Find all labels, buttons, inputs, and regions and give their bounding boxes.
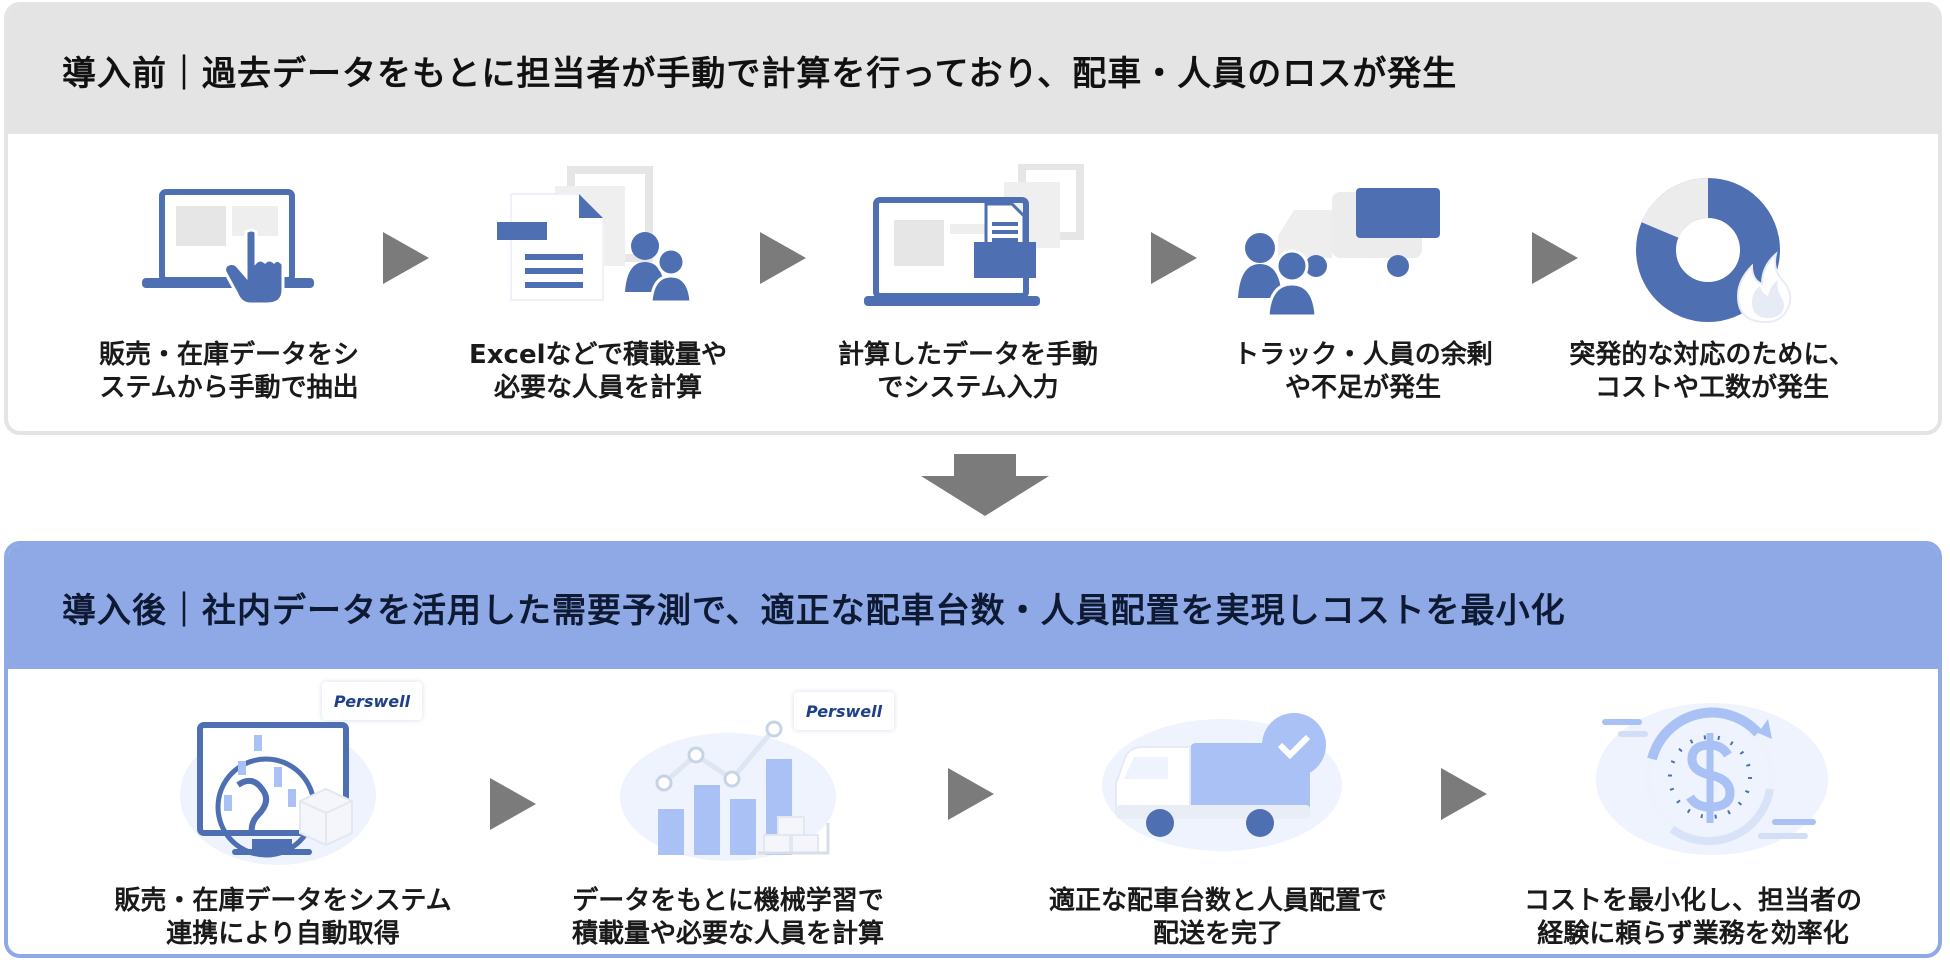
before-step3-caption: 計算したデータを手動 でシステム入力: [837, 340, 1098, 403]
before-step4-caption: トラック・人員の余剰 や不足が発生: [1233, 340, 1493, 403]
before-step2-caption: Excelなどで積載量や 必要な人員を計算: [469, 340, 727, 403]
before-arrow-4: [1532, 232, 1578, 284]
laptop-document-icon: [864, 164, 1084, 306]
laptop-hand-icon: [142, 189, 314, 306]
document-people-icon: [497, 166, 693, 304]
before-panel: 導入前｜過去データをもとに担当者が手動で計算を行っており、配車・人員のロスが発生…: [4, 2, 1942, 435]
after-panel: 導入後｜社内データを活用した需要予測で、適正な配車台数・人員配置を実現しコストを…: [4, 541, 1942, 958]
people-truck-icon: [1238, 188, 1440, 318]
after-step4-caption: コストを最小化し、担当者の 経験に頼らず業務を効率化: [1523, 886, 1862, 949]
after-arrow-1: [490, 778, 536, 830]
after-step1-caption: 販売・在庫データをシステム 連携により自動取得: [114, 886, 452, 949]
after-arrow-3: [1441, 768, 1487, 820]
perswell-logo-2: Perswell: [794, 692, 894, 730]
before-arrow-1: [383, 232, 429, 284]
dollar-cycle-icon: [1596, 703, 1828, 855]
after-title: 導入後｜社内データを活用した需要予測で、適正な配車台数・人員配置を実現しコストを…: [8, 545, 1938, 669]
perswell-logo-1: Perswell: [322, 682, 422, 720]
monitor-globe-icon: [180, 722, 376, 865]
before-arrow-2: [760, 232, 806, 284]
down-arrow: [921, 454, 1049, 516]
after-step3-caption: 適正な配車台数と人員配置で 配送を完了: [1048, 886, 1387, 949]
before-arrow-3: [1151, 232, 1197, 284]
after-step2-caption: データをもとに機械学習で 積載量や必要な人員を計算: [571, 886, 884, 949]
before-step1-caption: 販売・在庫データをシ ステムから手動で抽出: [98, 340, 359, 403]
before-title: 導入前｜過去データをもとに担当者が手動で計算を行っており、配車・人員のロスが発生: [8, 6, 1938, 134]
donut-fire-icon: [1636, 178, 1792, 324]
truck-check-icon: [1102, 713, 1342, 851]
before-step5-caption: 突発的な対応のために、 コストや工数が発生: [1569, 340, 1855, 403]
bar-line-chart-icon: [620, 720, 836, 861]
after-arrow-2: [948, 768, 994, 820]
